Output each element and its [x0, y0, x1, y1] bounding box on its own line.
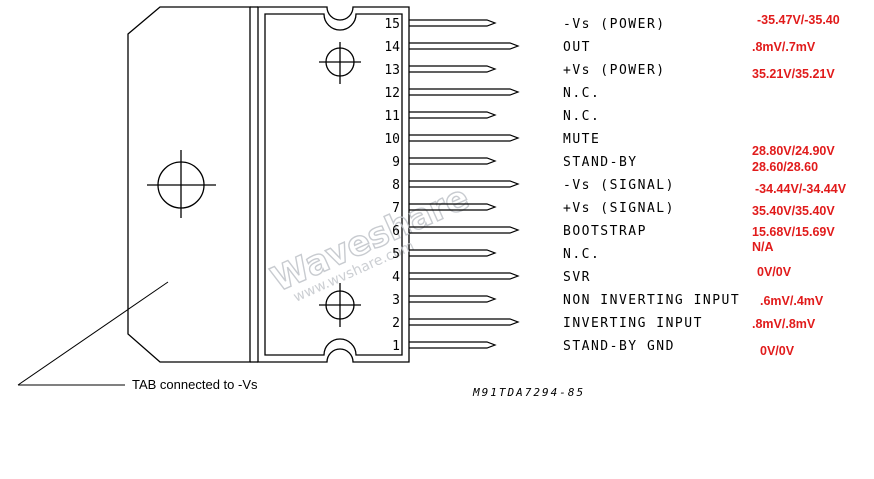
pin-measurement: 28.60/28.60 [752, 160, 818, 174]
pin-row: 9 STAND-BY 28.60/28.60 [392, 155, 818, 174]
pin-row: 4 SVR 0V/0V [392, 265, 792, 285]
pin-measurement: 0V/0V [760, 344, 795, 358]
pin-measurement: 15.68V/15.69V [752, 225, 835, 239]
pin-label: STAND-BY GND [563, 339, 675, 354]
pin-lead [409, 19, 497, 27]
pin-row: 6 BOOTSTRAP 15.68V/15.69V [392, 224, 835, 239]
pin-row: 1 STAND-BY GND 0V/0V [392, 339, 795, 358]
pin-row: 8 -Vs (SIGNAL) -34.44V/-34.44V [392, 178, 847, 196]
pin-measurement: N/A [752, 240, 774, 254]
tab-caption-callout: TAB connected to -Vs [17, 281, 258, 392]
heatsink-tab [127, 6, 258, 363]
pin-label: BOOTSTRAP [563, 224, 647, 239]
pin-row: 13 +Vs (POWER) 35.21V/35.21V [384, 63, 835, 81]
pin-lead [409, 88, 520, 96]
pin-label: N.C. [563, 109, 600, 124]
pin-label: +Vs (SIGNAL) [563, 201, 675, 216]
pin-label: NON INVERTING INPUT [563, 293, 740, 308]
pin-measurement: .6mV/.4mV [760, 294, 824, 308]
watermark-brand: Waveshare [265, 178, 475, 301]
pin-measurement: 35.40V/35.40V [752, 204, 835, 218]
pin-lead [409, 318, 520, 326]
pin-number: 13 [384, 63, 400, 78]
pin-number: 6 [392, 224, 400, 239]
pin-number: 2 [392, 316, 400, 331]
body-hole-bottom [319, 283, 361, 327]
tab-mounting-hole [147, 150, 216, 218]
pin-row: 12 N.C. [384, 86, 600, 101]
pin-label: N.C. [563, 86, 600, 101]
pin-measurement: -34.44V/-34.44V [755, 182, 847, 196]
pin-measurement: 28.80V/24.90V [752, 144, 835, 158]
pin-number: 9 [392, 155, 400, 170]
pin-number: 14 [384, 40, 400, 55]
pin-number: 3 [392, 293, 400, 308]
pin-measurement: .8mV/.8mV [752, 317, 816, 331]
pin-measurement: 35.21V/35.21V [752, 67, 835, 81]
pin-row: 5 N.C. N/A [392, 240, 773, 262]
pin-measurement: 0V/0V [757, 265, 792, 279]
package-body [257, 6, 410, 363]
pin-label: -Vs (SIGNAL) [563, 178, 675, 193]
pin-number: 15 [384, 17, 400, 32]
pin-lead [409, 272, 520, 280]
pin-label: N.C. [563, 247, 600, 262]
pin-label: INVERTING INPUT [563, 316, 703, 331]
pin-label: STAND-BY [563, 155, 638, 170]
pin-number: 1 [392, 339, 400, 354]
pin-lead [409, 134, 520, 142]
pin-row: 3 NON INVERTING INPUT .6mV/.4mV [392, 293, 824, 308]
pin-lead [409, 65, 497, 73]
pin-lead [409, 42, 520, 50]
pin-measurement: -35.47V/-35.40 [757, 13, 840, 27]
pin-label: MUTE [563, 132, 600, 147]
pin-row: 7 +Vs (SIGNAL) 35.40V/35.40V [392, 201, 835, 218]
pin-row: 15 -Vs (POWER) -35.47V/-35.40 [384, 13, 839, 32]
pin-lead [409, 295, 497, 303]
pin-label: OUT [563, 40, 591, 55]
pin-measurement: .8mV/.7mV [752, 40, 816, 54]
pin-row: 14 OUT .8mV/.7mV [384, 40, 816, 55]
watermark: Waveshare www.wvshare.com [265, 177, 476, 306]
pin-number: 5 [392, 247, 400, 262]
pin-number: 10 [384, 132, 400, 147]
pin-lead [409, 157, 497, 165]
pin-number: 7 [392, 201, 400, 216]
pin-label: SVR [563, 270, 591, 285]
pin-lead [409, 111, 497, 119]
pin-lead [409, 341, 497, 349]
pin-label: -Vs (POWER) [563, 17, 666, 32]
pin-row: 11 N.C. [384, 109, 600, 124]
pin-lead [409, 249, 497, 257]
pin-label: +Vs (POWER) [563, 63, 666, 78]
pin-number: 12 [384, 86, 400, 101]
pin-number: 11 [384, 109, 400, 124]
pin-lead [409, 203, 497, 211]
part-number: M91TDA7294-85 [472, 386, 585, 399]
pin-number: 8 [392, 178, 400, 193]
body-hole-top [319, 42, 361, 84]
pin-lead [409, 180, 520, 188]
pin-row: 10 MUTE 28.80V/24.90V [384, 132, 835, 158]
pin-lead [409, 226, 520, 234]
pin-row: 2 INVERTING INPUT .8mV/.8mV [392, 316, 816, 331]
tab-caption: TAB connected to -Vs [132, 377, 258, 392]
pin-number: 4 [392, 270, 400, 285]
